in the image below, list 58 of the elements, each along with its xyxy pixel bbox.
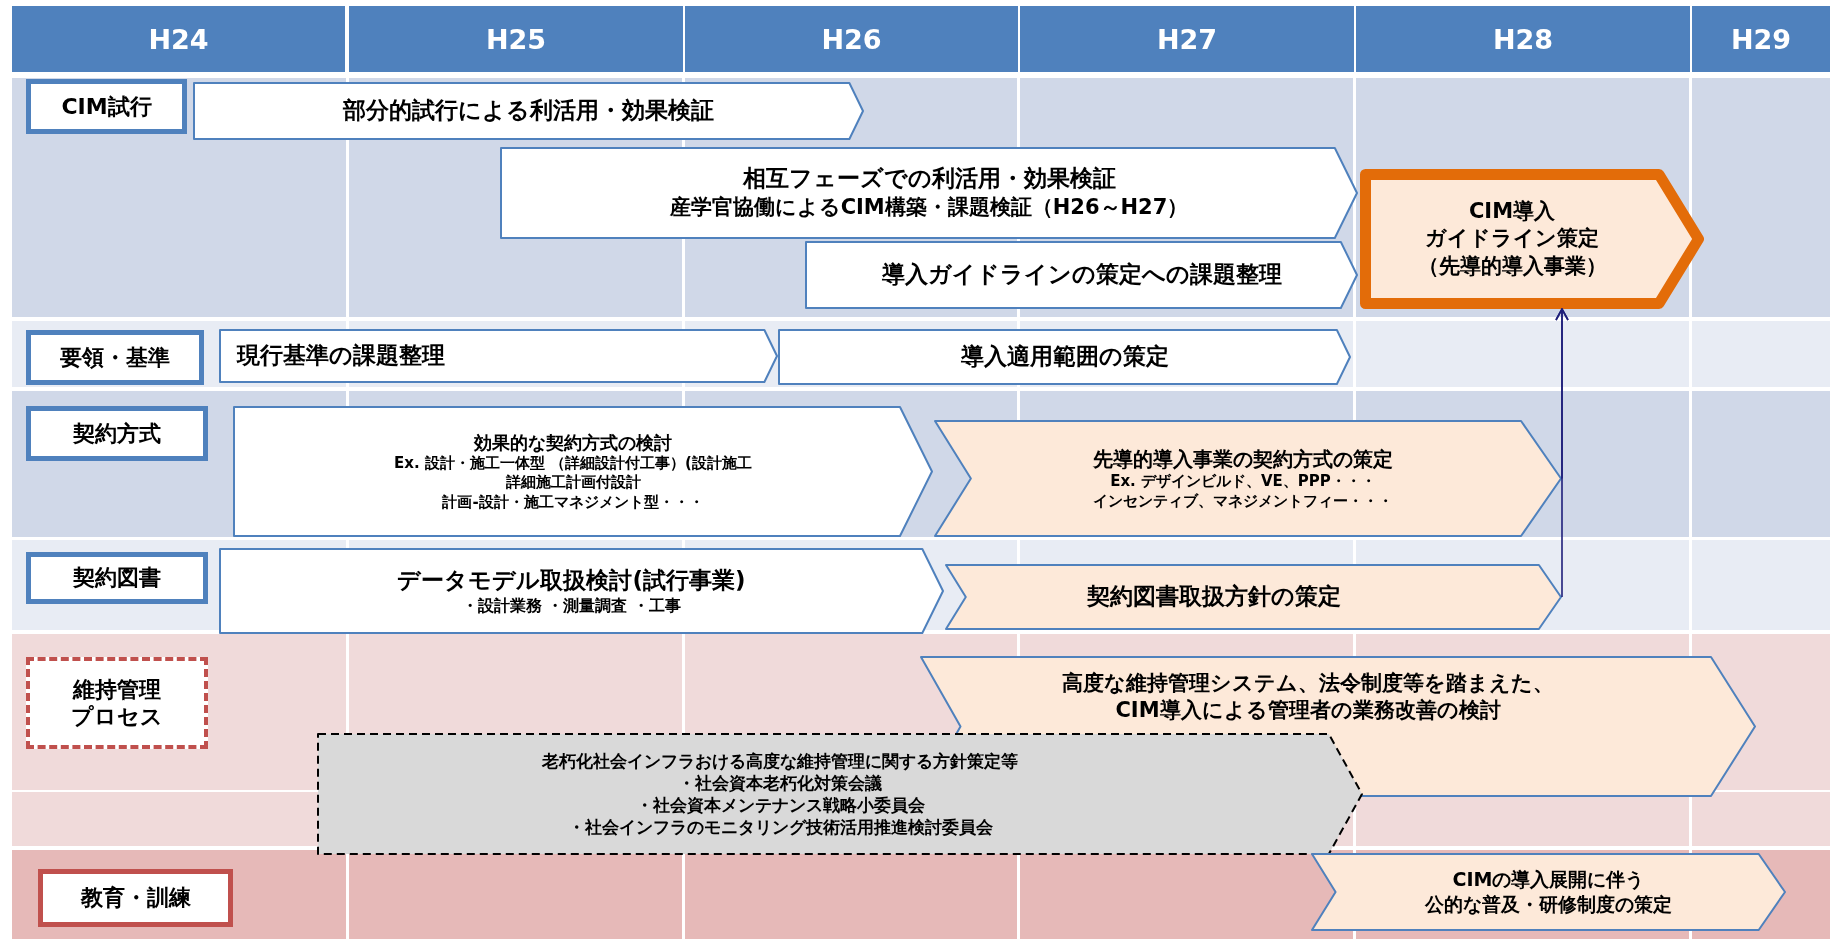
arrow-bar: [778, 329, 1351, 385]
arrow-bar: [1311, 853, 1786, 931]
arrow-bar: [219, 329, 778, 383]
dashed-arrow-bar: [317, 733, 1363, 855]
arrow-bar: [219, 548, 944, 634]
arrow-bar: [934, 420, 1562, 537]
bar-text: 詳細施工計画付設計: [505, 473, 641, 493]
bar-text: 先導的導入事業の契約方式の策定: [1093, 446, 1393, 472]
category-box: [38, 869, 233, 927]
category-label: 要領・基準: [60, 343, 170, 372]
bar-text: 効果的な契約方式の検討: [474, 430, 672, 454]
bar-text: 計画‐設計・施工マネジメント型・・・: [442, 492, 704, 513]
year-header: H28: [1356, 6, 1690, 72]
bar-text: Ex. デザインビルド、VE、PPP・・・: [1110, 472, 1376, 492]
bar-text: CIM導入: [1468, 198, 1556, 226]
category-box: [26, 552, 208, 604]
bar-text: Ex. 設計・施工一体型 （詳細設計付工事）(設計施工: [394, 453, 752, 474]
bar-text: 公的な普及・研修制度の策定: [1425, 892, 1672, 917]
year-header: H24: [12, 6, 345, 72]
bar-text: ・社会インフラのモニタリング技術活用推進検討委員会: [567, 816, 993, 839]
bar-text: CIMの導入展開に伴う: [1452, 867, 1645, 892]
bar-text: データモデル取扱検討(試行事業): [397, 565, 746, 595]
bar-text: ガイドライン策定: [1425, 225, 1599, 253]
bar-text: 契約図書取扱方針の策定: [1086, 582, 1341, 612]
bar-text: 相互フェーズでの利活用・効果検証: [742, 164, 1116, 194]
category-box: [26, 657, 208, 749]
bar-text: 部分的試行による利活用・効果検証: [343, 96, 714, 126]
year-header: H29: [1692, 6, 1830, 72]
bar-text: インセンティブ、マネジメントフィー・・・: [1093, 491, 1393, 511]
bar-text: CIM導入による管理者の業務改善の検討: [1115, 697, 1501, 725]
arrow-bar: [233, 406, 933, 537]
category-label: 契約図書: [73, 564, 161, 592]
year-header: H26: [685, 6, 1018, 72]
category-label: 教育・訓練: [80, 884, 191, 912]
bar-text: 導入適用範囲の策定: [960, 342, 1169, 372]
arrow-bar: [1360, 169, 1704, 309]
arrow-bar: [945, 564, 1562, 630]
category-label: 契約方式: [73, 419, 161, 448]
bar-text: ・設計業務 ・測量調査 ・工事: [461, 595, 682, 617]
bar-text: ・社会資本老朽化対策会議: [678, 771, 882, 794]
bar-text: 産学官協働によるCIM構築・課題検証（H26～H27）: [669, 194, 1189, 222]
bar-text: （先導的導入事業）: [1417, 252, 1607, 280]
arrow-bar: [805, 241, 1358, 309]
arrow-bar: [500, 147, 1358, 239]
arrow-bar: [193, 82, 864, 140]
bar-text: 導入ガイドラインの策定への課題整理: [881, 260, 1282, 290]
category-box: [26, 406, 208, 461]
category-label: 維持管理プロセス: [70, 675, 164, 731]
arrow: [1555, 308, 1569, 598]
category-box: [26, 330, 204, 385]
bar-text: ・社会資本メンテナンス戦略小委員会: [635, 794, 925, 817]
category-label: CIM試行: [61, 92, 152, 121]
category-box: [26, 79, 187, 134]
year-header: H27: [1020, 6, 1354, 72]
bar-text: 現行基準の課題整理: [237, 341, 445, 371]
bar-text: 老朽化社会インフラおける高度な維持管理に関する方針策定等: [542, 749, 1018, 772]
year-header: H25: [349, 6, 683, 72]
bar-text: 高度な維持管理システム、法令制度等を踏まえた、: [1062, 670, 1554, 697]
